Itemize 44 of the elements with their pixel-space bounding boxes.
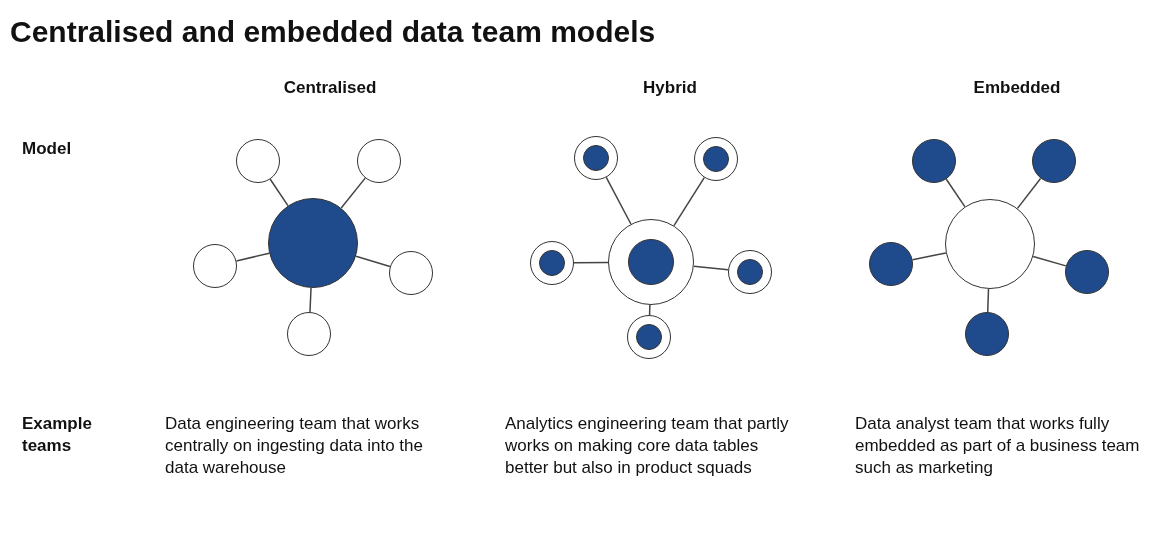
outlined-circle bbox=[728, 250, 772, 294]
filled-circle bbox=[583, 145, 609, 171]
connector-line bbox=[235, 252, 270, 262]
connector-line bbox=[911, 252, 947, 261]
filled-circle bbox=[628, 239, 674, 285]
column-heading: Hybrid bbox=[642, 77, 698, 99]
outlined-circle bbox=[287, 312, 331, 356]
column-heading: Centralised bbox=[282, 77, 378, 99]
connector-line bbox=[269, 178, 289, 207]
title: Centralised and embedded data team models bbox=[10, 14, 656, 50]
connector-line bbox=[1016, 177, 1042, 210]
connector-line bbox=[340, 177, 366, 209]
outlined-circle bbox=[236, 139, 280, 183]
outlined-circle bbox=[627, 315, 671, 359]
outlined-circle bbox=[357, 139, 401, 183]
filled-circle bbox=[703, 146, 729, 172]
row-heading: Model bbox=[22, 138, 73, 160]
connector-line bbox=[573, 261, 609, 264]
outlined-circle bbox=[574, 136, 618, 180]
connector-line bbox=[945, 178, 966, 208]
connector-line bbox=[605, 176, 632, 225]
description: Analytics engineering team that partly works on making core data tables better but also in product squads bbox=[505, 413, 790, 479]
outlined-circle bbox=[694, 137, 738, 181]
connector-line bbox=[987, 288, 990, 313]
row-heading: Example teams bbox=[22, 413, 93, 457]
description: Data analyst team that works fully embedded as part of a business team such as marketing bbox=[855, 413, 1141, 479]
filled-circle bbox=[539, 250, 565, 276]
outlined-circle bbox=[530, 241, 574, 285]
filled-circle bbox=[869, 242, 913, 286]
connector-line bbox=[355, 255, 391, 268]
connector-line bbox=[1032, 255, 1067, 267]
filled-circle bbox=[1032, 139, 1076, 183]
filled-circle bbox=[912, 139, 956, 183]
filled-circle bbox=[636, 324, 662, 350]
connector-line bbox=[673, 176, 705, 227]
filled-circle bbox=[965, 312, 1009, 356]
outlined-circle bbox=[389, 251, 433, 295]
connector-line bbox=[309, 287, 312, 313]
connector-line bbox=[693, 265, 729, 271]
outlined-circle bbox=[193, 244, 237, 288]
column-heading: Embedded bbox=[972, 77, 1062, 99]
description: Data engineering team that works centrally on ingesting data into the data warehouse bbox=[165, 413, 424, 479]
filled-circle bbox=[737, 259, 763, 285]
filled-circle bbox=[1065, 250, 1109, 294]
